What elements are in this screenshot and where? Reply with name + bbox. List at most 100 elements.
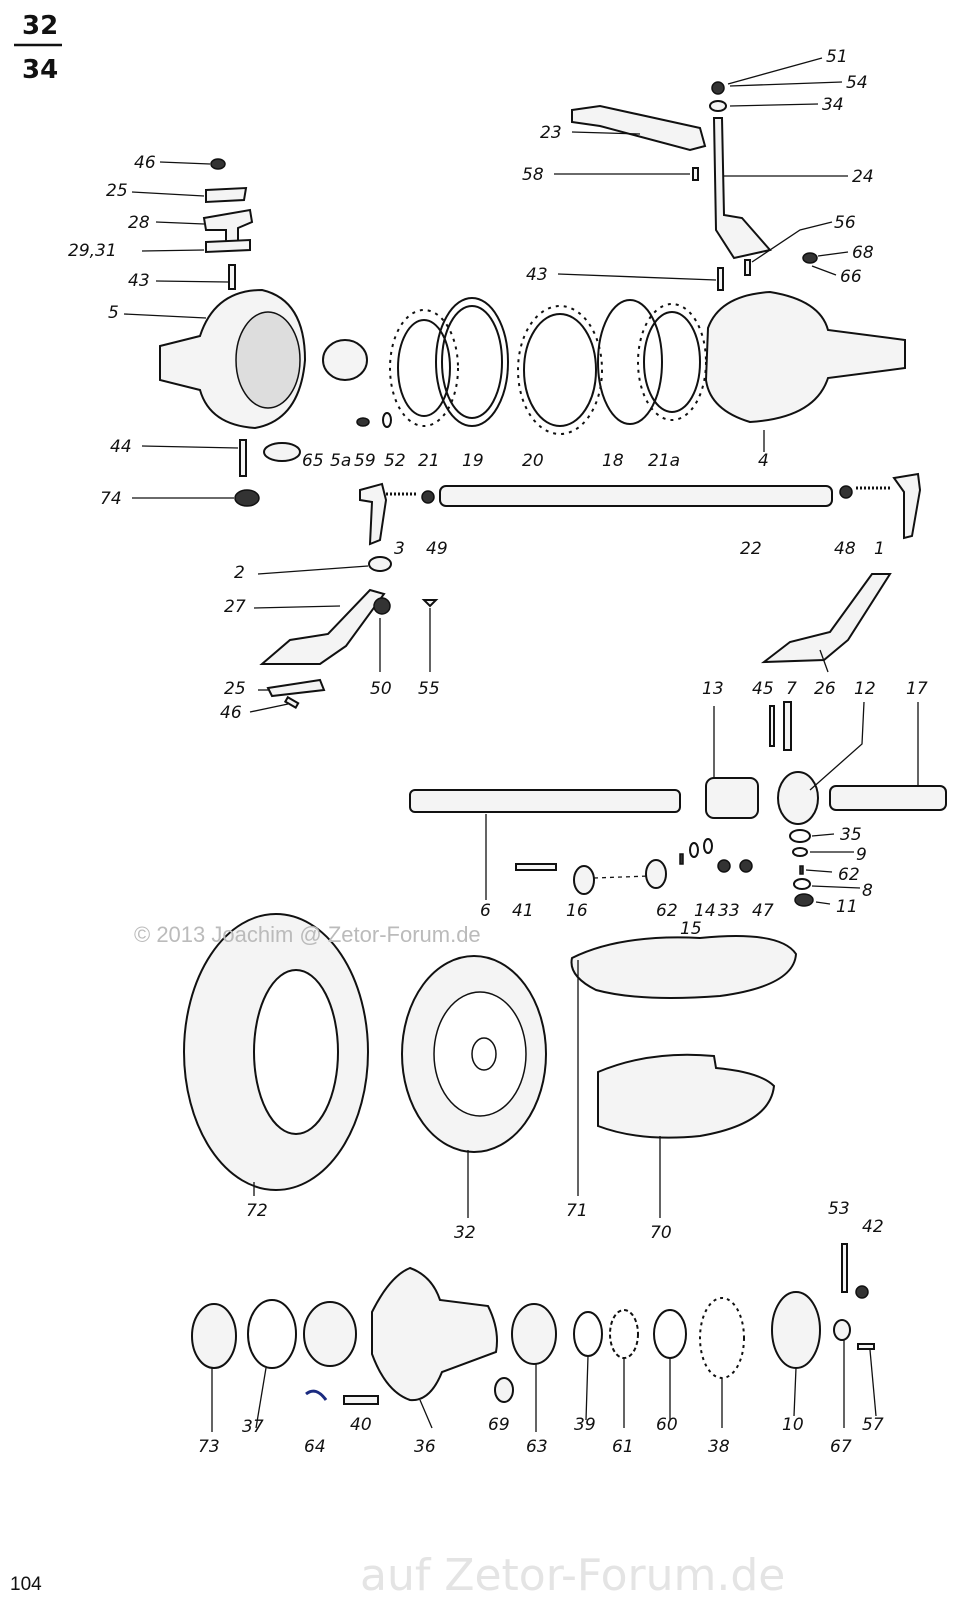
part-73-seal — [191, 1303, 237, 1369]
label-37: 37 — [242, 1417, 264, 1437]
label-25-top: 25 — [106, 181, 128, 201]
part-59-screw — [356, 417, 370, 427]
part-26-lever — [760, 573, 892, 664]
label-62-right: 62 — [838, 865, 860, 885]
part-8-ring — [793, 878, 811, 890]
label-43-left: 43 — [128, 271, 150, 291]
label-42: 42 — [862, 1217, 884, 1237]
part-27-lever — [259, 588, 386, 665]
part-70-flap — [597, 1053, 776, 1139]
label-73: 73 — [198, 1437, 220, 1457]
part-60-nut — [653, 1309, 687, 1359]
part-47-nut — [739, 859, 753, 873]
label-5: 5 — [108, 303, 119, 323]
label-11: 11 — [836, 897, 858, 917]
part-16b-clamp — [645, 859, 667, 889]
label-29-31: 29,31 — [68, 241, 117, 261]
part-43-stud — [228, 264, 236, 290]
part-41-bolt — [515, 863, 557, 871]
label-70: 70 — [650, 1223, 672, 1243]
part-34-washer — [709, 100, 727, 112]
page-number: 104 — [10, 1574, 42, 1595]
part-39-ring — [573, 1311, 603, 1357]
part-21-gasket — [389, 309, 459, 427]
label-41: 41 — [512, 901, 534, 921]
part-5a-bush — [322, 339, 368, 381]
part-6-shaft — [409, 789, 681, 813]
part-46-pin — [283, 695, 300, 709]
part-4-housing — [704, 290, 906, 424]
label-6: 6 — [480, 901, 491, 921]
label-35: 35 — [840, 825, 862, 845]
part-20-gasket — [517, 305, 603, 435]
label-7: 7 — [786, 679, 797, 699]
label-58: 58 — [522, 165, 544, 185]
label-50: 50 — [370, 679, 392, 699]
label-36: 36 — [414, 1437, 436, 1457]
label-20: 20 — [522, 451, 544, 471]
label-26: 26 — [814, 679, 836, 699]
part-36-hub — [371, 1266, 498, 1402]
part-9-ring — [792, 847, 808, 857]
right-housing-group — [704, 290, 906, 424]
lever-group — [259, 556, 892, 709]
part-10-cap — [771, 1291, 821, 1369]
label-2: 2 — [234, 563, 245, 583]
part-67-plug — [833, 1319, 851, 1341]
label-74: 74 — [100, 489, 122, 509]
label-25-bottom: 25 — [224, 679, 246, 699]
part-15-washer — [689, 842, 699, 858]
part-62-pin — [799, 865, 804, 875]
leader-lines — [123, 57, 919, 1432]
label-54: 54 — [846, 73, 868, 93]
label-5a: 5a — [330, 451, 351, 471]
label-10: 10 — [782, 1415, 804, 1435]
left-housing-group — [159, 158, 392, 507]
label-38: 38 — [708, 1437, 730, 1457]
label-8: 8 — [862, 881, 873, 901]
part-74-plug — [234, 489, 260, 507]
label-15: 15 — [680, 919, 702, 939]
label-27: 27 — [224, 597, 246, 617]
label-45: 45 — [752, 679, 774, 699]
label-49: 49 — [426, 539, 448, 559]
part-24-spindle — [712, 117, 772, 260]
part-19-ring — [435, 297, 509, 427]
label-46-top: 46 — [134, 153, 156, 173]
header-denominator: 34 — [22, 55, 58, 85]
part-49-nut — [421, 490, 435, 504]
label-24: 24 — [852, 167, 874, 187]
label-33: 33 — [718, 901, 740, 921]
label-17: 17 — [906, 679, 928, 699]
label-53: 53 — [828, 1199, 850, 1219]
hub-group — [191, 1243, 875, 1405]
label-9: 9 — [856, 845, 867, 865]
part-45-pin — [769, 705, 775, 747]
gasket-stack — [389, 297, 707, 435]
label-71: 71 — [566, 1201, 588, 1221]
label-3: 3 — [394, 539, 405, 559]
header-numerator: 32 — [22, 11, 58, 41]
part-labels: 51 54 34 23 58 24 56 68 66 43 46 25 28 2… — [68, 47, 928, 1457]
label-57: 57 — [862, 1415, 884, 1435]
part-69-stud — [494, 1377, 514, 1403]
part-14-washer — [703, 838, 713, 854]
part-40-bolt — [343, 1395, 379, 1405]
tie-rod-group — [359, 472, 922, 546]
label-12: 12 — [854, 679, 876, 699]
part-62-split-pin — [679, 853, 684, 865]
label-64: 64 — [304, 1437, 326, 1457]
label-16: 16 — [566, 901, 588, 921]
label-32: 32 — [454, 1223, 476, 1243]
label-14: 14 — [694, 901, 716, 921]
part-33-nut — [717, 859, 731, 873]
part-18-ring — [597, 299, 663, 425]
part-43-dowel — [717, 267, 724, 291]
part-17-shaft — [829, 785, 947, 811]
label-60: 60 — [656, 1415, 678, 1435]
part-3-tie-rod-end — [359, 482, 388, 546]
part-68-grease-nipple — [802, 252, 818, 264]
part-29-31-shim — [205, 238, 251, 254]
part-35-ring — [789, 829, 811, 843]
